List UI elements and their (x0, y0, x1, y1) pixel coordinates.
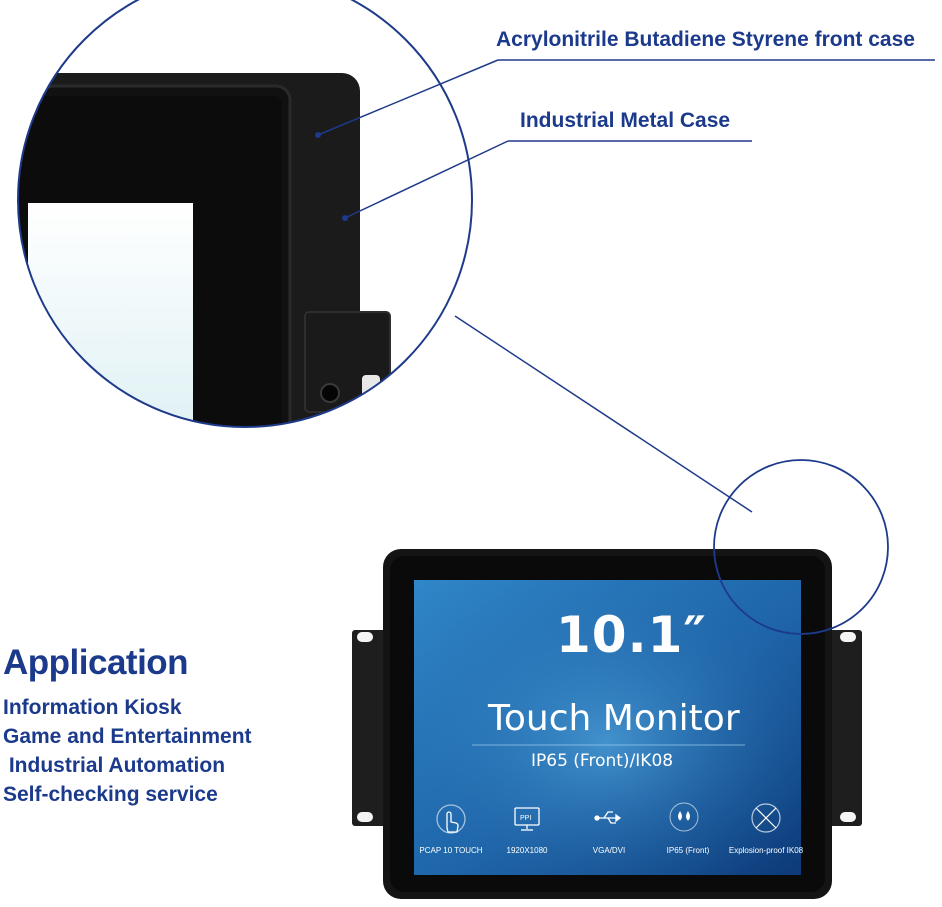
screen-size-text: 10.1″ (556, 606, 707, 664)
application-item: Industrial Automation (3, 754, 226, 777)
application-title: Application (3, 643, 189, 682)
ppi-monitor-icon: PPI (514, 807, 540, 831)
screen-subtitle-text: IP65 (Front)/IK08 (531, 751, 674, 771)
screen-title-text: Touch Monitor (488, 698, 740, 739)
usb-icon (594, 811, 622, 824)
explosion-proof-icon (751, 803, 781, 833)
zoom-detail (18, 0, 472, 427)
abs-front-case-label: Acrylonitrile Butadiene Styrene front ca… (496, 28, 915, 51)
magnifier-circle (713, 459, 889, 635)
application-item: Self-checking service (3, 783, 218, 806)
left-bracket (352, 630, 392, 826)
svg-text:PPI: PPI (520, 815, 531, 822)
metal-case-label: Industrial Metal Case (520, 109, 731, 132)
feature-label: 1920X1080 (506, 846, 548, 855)
touch-monitor: PPI (352, 549, 862, 899)
feature-label: Explosion-proof IK08 (728, 846, 804, 855)
water-drops-icon (669, 802, 699, 832)
feature-label: PCAP 10 TOUCH (419, 846, 483, 855)
application-item: Game and Entertainment (3, 725, 252, 748)
application-item: Information Kiosk (3, 696, 182, 719)
application-section: Application Information Kiosk Game and E… (3, 643, 252, 809)
zoom-circle (17, 0, 473, 428)
feature-label: IP65 (Front) (666, 846, 710, 855)
feature-label: VGA/DVI (592, 846, 626, 855)
touch-hand-icon (436, 804, 466, 834)
